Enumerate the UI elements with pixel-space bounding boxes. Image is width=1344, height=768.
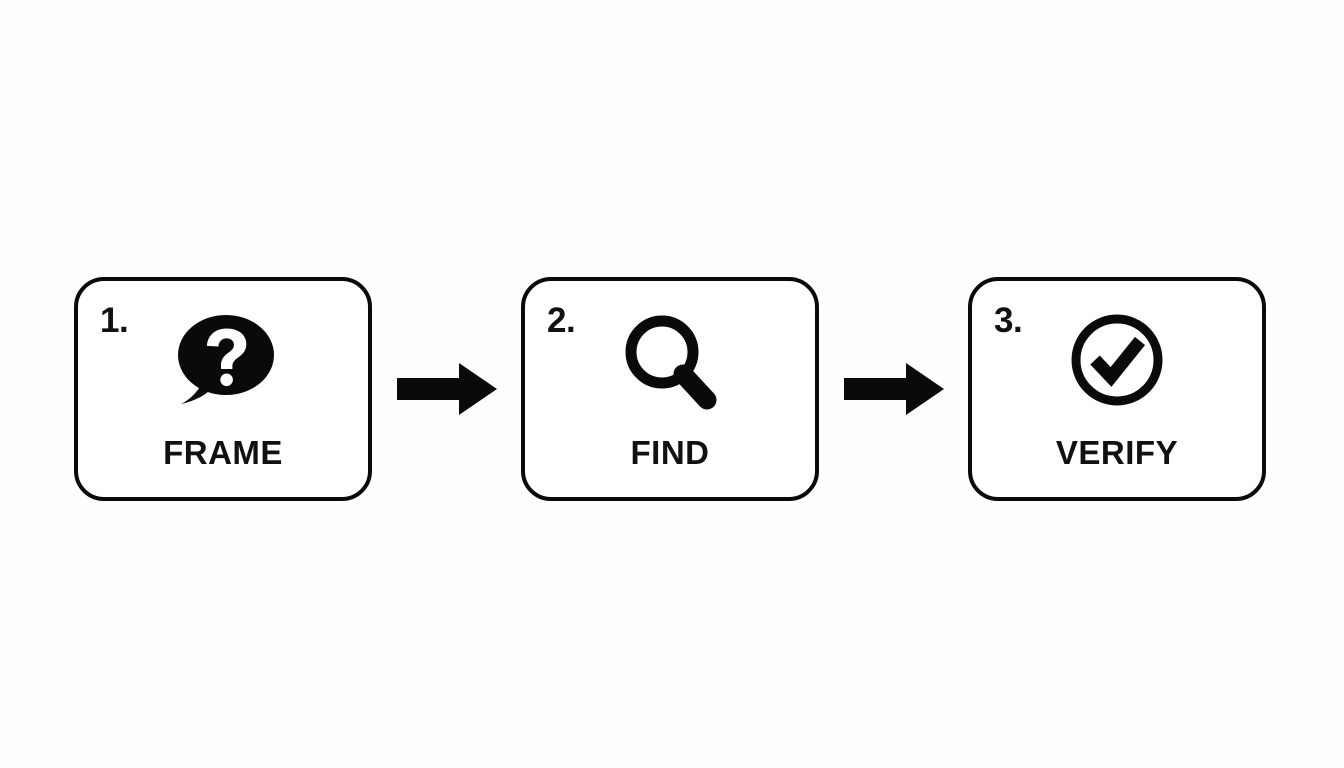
step-number-1: 1. xyxy=(100,301,129,340)
step-label-find: FIND xyxy=(630,434,710,471)
speech-bubble-question-icon xyxy=(78,307,368,415)
arrow-right-icon-1 xyxy=(396,361,497,417)
step-number-2: 2. xyxy=(547,301,576,340)
flow-row: 1. FRAME 2. xyxy=(74,277,1266,501)
step-label-frame: FRAME xyxy=(163,434,283,471)
magnifying-glass-icon xyxy=(525,307,815,415)
step-card-find[interactable]: 2. FIND xyxy=(521,277,819,501)
step-number-3: 3. xyxy=(994,301,1023,340)
check-circle-icon xyxy=(972,307,1262,415)
step-label-verify: VERIFY xyxy=(1055,434,1179,471)
arrow-right-icon-2 xyxy=(843,361,944,417)
step-card-verify[interactable]: 3. VERIFY xyxy=(968,277,1266,501)
step-card-frame[interactable]: 1. FRAME xyxy=(74,277,372,501)
